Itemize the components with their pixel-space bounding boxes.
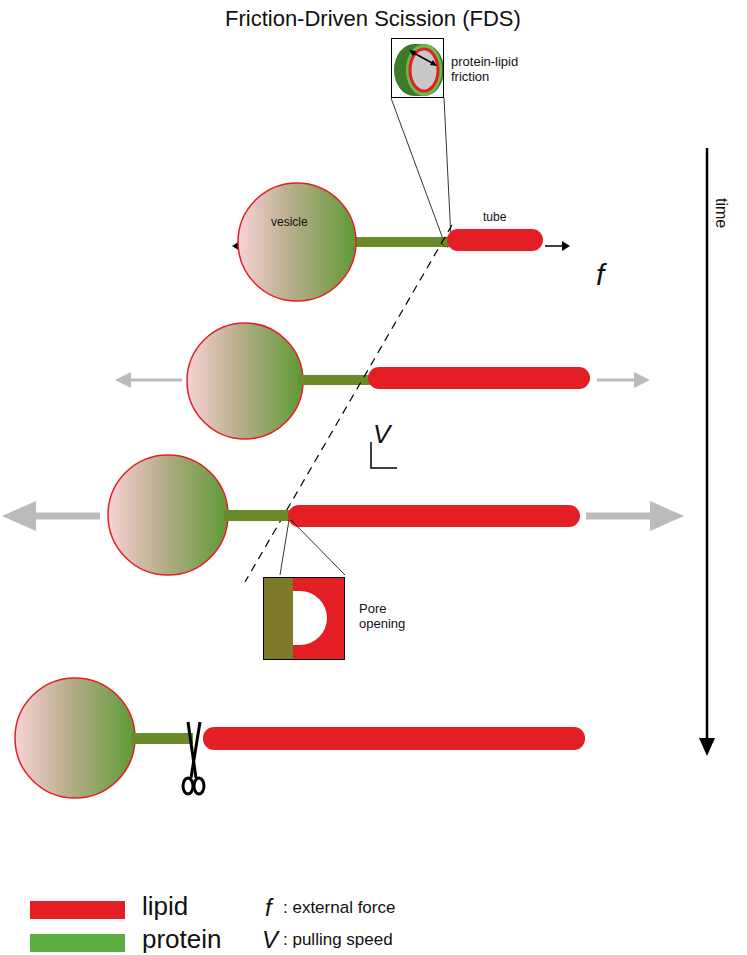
time-label: time [712, 198, 730, 228]
inset-box: protein-lipid friction [391, 38, 444, 98]
lipid-tube: tube [447, 229, 543, 251]
vesicle-outline [237, 182, 357, 302]
legend-text: protein [142, 925, 222, 955]
friction-inset-art [394, 44, 444, 96]
tube-label: tube [483, 211, 506, 225]
inset-box: Pore opening [263, 577, 345, 660]
legend-symbol-text: : external force [283, 898, 395, 918]
vesicle-label: vesicle [271, 216, 308, 230]
scissors-icon [183, 722, 204, 794]
legend-symbol-text: : pulling speed [283, 930, 393, 950]
speed-symbol: V [373, 420, 390, 450]
legend-text: lipid [142, 892, 188, 922]
inset-label: protein-lipid friction [451, 55, 531, 85]
pore-inset-art [263, 577, 345, 660]
legend-swatch [30, 901, 125, 919]
inset-label: Pore opening [359, 602, 429, 632]
vesicle-circle: vesicle [237, 182, 357, 302]
legend-swatch [30, 934, 125, 952]
diagram-title: Friction-Driven Scission (FDS) [225, 6, 521, 31]
legend-symbol: f [265, 894, 272, 922]
legend-symbol: V [262, 926, 278, 954]
force-symbol: f [596, 258, 604, 293]
